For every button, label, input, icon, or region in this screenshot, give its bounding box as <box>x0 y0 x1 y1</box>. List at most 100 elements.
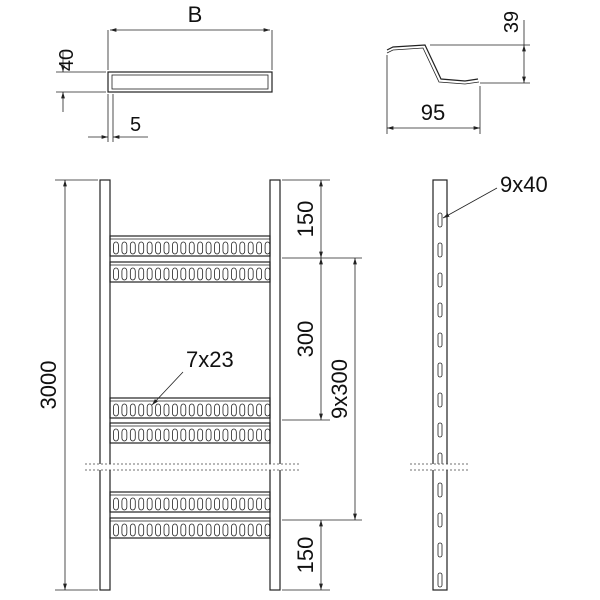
rung-slot <box>163 267 170 281</box>
total-spacing-label: 9x300 <box>327 359 352 419</box>
rung-slot <box>146 497 153 511</box>
rail-slot <box>437 542 443 558</box>
rung-slot <box>264 267 271 281</box>
rung-slot-label: 7x23 <box>186 347 234 372</box>
rung-slot <box>172 428 178 442</box>
rung-slot <box>121 428 128 442</box>
rung-slot <box>172 403 178 417</box>
rung-slot <box>264 428 271 442</box>
rung-slot <box>239 523 246 537</box>
rung-slot <box>214 523 220 537</box>
rung-slot <box>146 241 153 255</box>
rung-slot <box>138 241 145 255</box>
rung-slot <box>163 241 170 255</box>
rung-slot <box>264 241 271 255</box>
rung <box>109 235 271 257</box>
rail-slot-label: 9x40 <box>500 172 548 197</box>
rung-slot <box>214 267 220 281</box>
rung-slot <box>197 497 204 511</box>
rung-slot <box>188 523 195 537</box>
rung-slot <box>113 428 119 442</box>
rail-slot <box>437 512 443 528</box>
rung-slot <box>214 497 220 511</box>
right-rail <box>269 179 281 591</box>
rung-slot <box>239 428 246 442</box>
rung-width-label: 95 <box>421 100 445 125</box>
thickness-label: 5 <box>130 114 141 136</box>
rail-slot <box>437 392 443 408</box>
rung-slot <box>264 523 271 537</box>
rung-slot <box>239 267 246 281</box>
rung-slot <box>247 428 254 442</box>
rung-slot <box>222 428 229 442</box>
rung-profile-view: 39 95 <box>386 11 530 134</box>
rung-slot <box>256 267 262 281</box>
rung-slot <box>180 428 187 442</box>
rung-slot <box>138 403 145 417</box>
rung-slot <box>205 267 212 281</box>
rung-slot <box>214 241 220 255</box>
rung <box>109 517 271 539</box>
rung-slot <box>230 241 237 255</box>
rung <box>109 397 271 419</box>
ladder-front-view <box>85 179 300 591</box>
rung-slot <box>172 497 178 511</box>
rung-slot <box>146 403 153 417</box>
rung-slot <box>239 241 246 255</box>
rail-slot <box>437 212 443 228</box>
rung-slot <box>188 403 195 417</box>
rung-slot <box>163 428 170 442</box>
rung-slot <box>138 267 145 281</box>
rail-slot <box>437 482 443 498</box>
rung-slot <box>172 241 178 255</box>
rung-slot <box>239 497 246 511</box>
rung-slot <box>155 428 161 442</box>
rail-slot <box>437 362 443 378</box>
rung-slot <box>138 428 145 442</box>
rung-slot <box>205 241 212 255</box>
rung-slot <box>247 241 254 255</box>
rung-slot <box>172 267 178 281</box>
rung-slot <box>222 241 229 255</box>
rail-slot <box>437 242 443 258</box>
rung-slot <box>230 497 237 511</box>
left-rail <box>99 179 111 591</box>
rung-slot <box>264 497 271 511</box>
bottom-offset-label: 150 <box>293 537 318 574</box>
rung-slot <box>205 428 212 442</box>
rung-slot <box>188 497 195 511</box>
rung-height-label: 39 <box>501 11 523 33</box>
rung-slot <box>121 267 128 281</box>
rung-slot <box>146 428 153 442</box>
rung-slot <box>256 497 262 511</box>
rail-slot <box>437 272 443 288</box>
rung-slot <box>197 428 204 442</box>
rail-slot <box>437 572 443 588</box>
rung-slot <box>205 497 212 511</box>
rung-slot <box>256 428 262 442</box>
rung-slot <box>230 428 237 442</box>
rung-slot <box>247 523 254 537</box>
rung-slot <box>129 267 136 281</box>
rung-slot <box>155 497 161 511</box>
top-offset-label: 150 <box>293 201 318 238</box>
rung-slot <box>180 403 187 417</box>
rung-slot <box>163 403 170 417</box>
rung-slot <box>180 267 187 281</box>
rung-slot <box>129 497 136 511</box>
rung-slot <box>222 523 229 537</box>
rung-slot <box>188 428 195 442</box>
rung-slot <box>197 267 204 281</box>
rung-slot <box>239 403 246 417</box>
rung <box>109 491 271 513</box>
rung-slot <box>138 523 145 537</box>
rung-slot <box>197 241 204 255</box>
rung-slot <box>146 523 153 537</box>
rung-slot <box>155 403 161 417</box>
rung-slot <box>155 523 161 537</box>
rung <box>109 422 271 444</box>
rung-slot <box>180 523 187 537</box>
rung-slot <box>247 497 254 511</box>
rung-slot <box>138 497 145 511</box>
